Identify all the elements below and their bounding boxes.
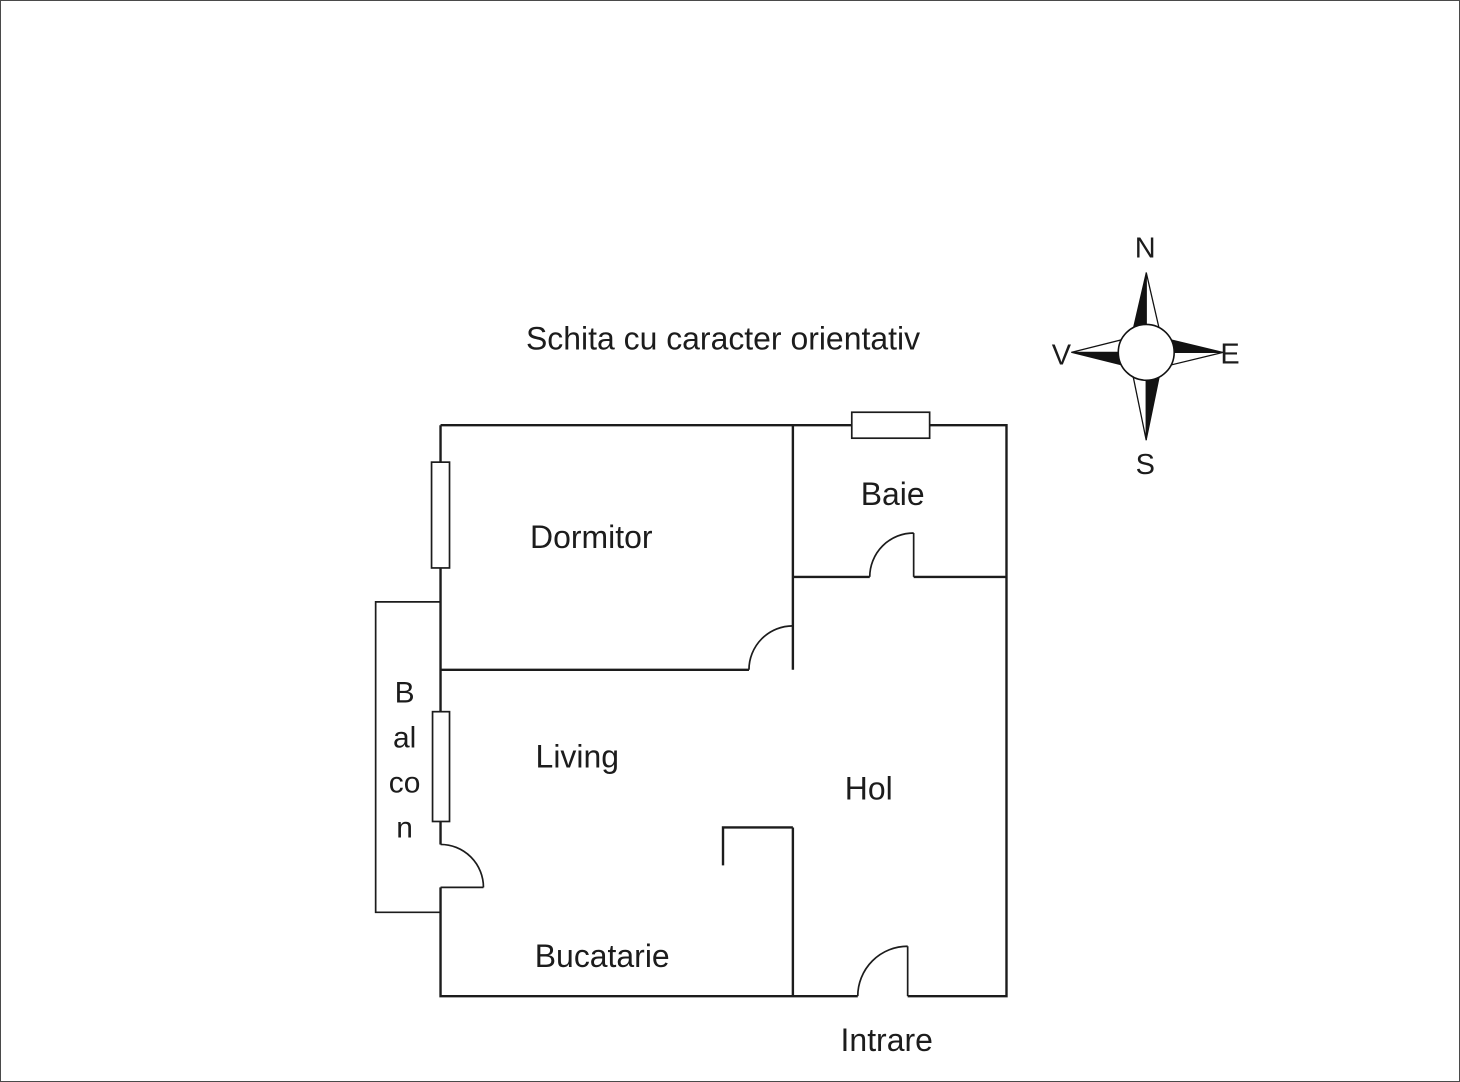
compass-label-south: S	[1136, 449, 1155, 481]
dormitor-door-arc	[748, 624, 793, 670]
baie-window	[850, 411, 931, 440]
compass-rose: N E S V	[1052, 233, 1240, 482]
windows	[430, 411, 931, 823]
compass-label-west: V	[1052, 339, 1072, 371]
dormitor-window	[430, 461, 451, 569]
balcony-door-arc	[440, 843, 485, 889]
balcony-outline	[374, 601, 441, 914]
room-label-balcon: B al co n	[389, 677, 421, 845]
door-swings	[440, 532, 915, 997]
drawing-title: Schita cu caracter orientativ	[526, 320, 920, 356]
baie-door-arc	[868, 532, 915, 577]
balcon-letter-2: al	[393, 722, 416, 755]
compass-label-east: E	[1220, 338, 1239, 370]
room-label-bucatarie: Bucatarie	[535, 938, 670, 974]
room-label-baie: Baie	[861, 476, 925, 512]
entrance-label: Intrare	[841, 1022, 933, 1058]
room-label-dormitor: Dormitor	[530, 519, 653, 555]
compass-hub	[1117, 323, 1175, 382]
room-label-hol: Hol	[845, 771, 893, 807]
balcon-letter-3: co	[389, 767, 421, 800]
room-labels: Dormitor Baie Living Hol Bucatarie Intra…	[389, 476, 933, 1058]
entrance-door-arc	[856, 945, 909, 997]
interior-walls	[440, 425, 1007, 997]
balcon-letter-4: n	[396, 811, 413, 844]
compass-label-north: N	[1135, 233, 1156, 265]
living-window	[431, 710, 451, 823]
room-label-living: Living	[536, 739, 619, 775]
balcon-letter-1: B	[395, 677, 415, 710]
